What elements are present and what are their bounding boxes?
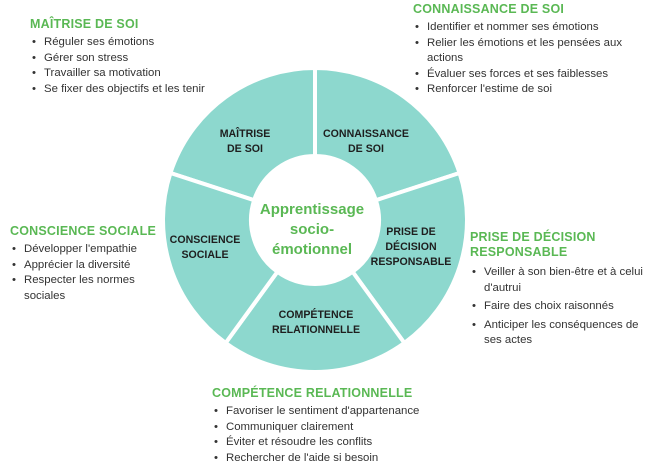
list-item: Relier les émotions et les pensées aux a… xyxy=(413,36,643,67)
block-maitrise: MAÎTRISE DE SOI Réguler ses émotions Gér… xyxy=(30,17,250,97)
list-item: Identifier et nommer ses émotions xyxy=(413,20,643,36)
list-item: Se fixer des objectifs et les tenir xyxy=(30,82,250,98)
block-sociale: CONSCIENCE SOCIALE Développer l'empathie… xyxy=(10,224,160,304)
wheel-segment-relationnelle xyxy=(222,268,408,374)
list-item: Gérer son stress xyxy=(30,51,250,67)
block-title-maitrise: MAÎTRISE DE SOI xyxy=(30,17,139,31)
list-item: Faire des choix raisonnés xyxy=(470,299,645,315)
list-item: Réguler ses émotions xyxy=(30,35,250,51)
list-item: Travailler sa motivation xyxy=(30,66,250,82)
wheel-segment-connaissance xyxy=(313,65,463,203)
list-item: Renforcer l'estime de soi xyxy=(413,82,643,98)
list-item: Anticiper les conséquences de ses actes xyxy=(470,318,645,349)
block-title-connaissance: CONNAISSANCE DE SOI xyxy=(413,2,565,16)
wheel-segment-maitrise xyxy=(167,65,317,203)
block-title-relationnelle: COMPÉTENCE RELATIONNELLE xyxy=(212,386,413,400)
block-decision: PRISE DE DÉCISION RESPONSABLE Veiller à … xyxy=(470,230,645,349)
list-item: Apprécier la diversité xyxy=(10,258,160,274)
list-item: Respecter les normes sociales xyxy=(10,273,160,304)
list-item: Évaluer ses forces et ses faiblesses xyxy=(413,67,643,83)
list-item: Rechercher de l'aide si besoin xyxy=(212,451,472,467)
block-relationnelle: COMPÉTENCE RELATIONNELLE Favoriser le se… xyxy=(212,386,472,466)
list-item: Communiquer clairement xyxy=(212,420,472,436)
list-item: Éviter et résoudre les conflits xyxy=(212,435,472,451)
list-item: Développer l'empathie xyxy=(10,242,160,258)
list-item: Favoriser le sentiment d'appartenance xyxy=(212,404,472,420)
list-item: Veiller à son bien-être et à celui d'aut… xyxy=(470,265,645,296)
block-connaissance: CONNAISSANCE DE SOI Identifier et nommer… xyxy=(413,2,643,98)
wheel-segment-sociale xyxy=(161,170,281,346)
block-title-sociale: CONSCIENCE SOCIALE xyxy=(10,224,156,238)
block-title-decision: PRISE DE DÉCISION RESPONSABLE xyxy=(470,230,596,259)
wheel-segment-decision xyxy=(349,170,469,346)
